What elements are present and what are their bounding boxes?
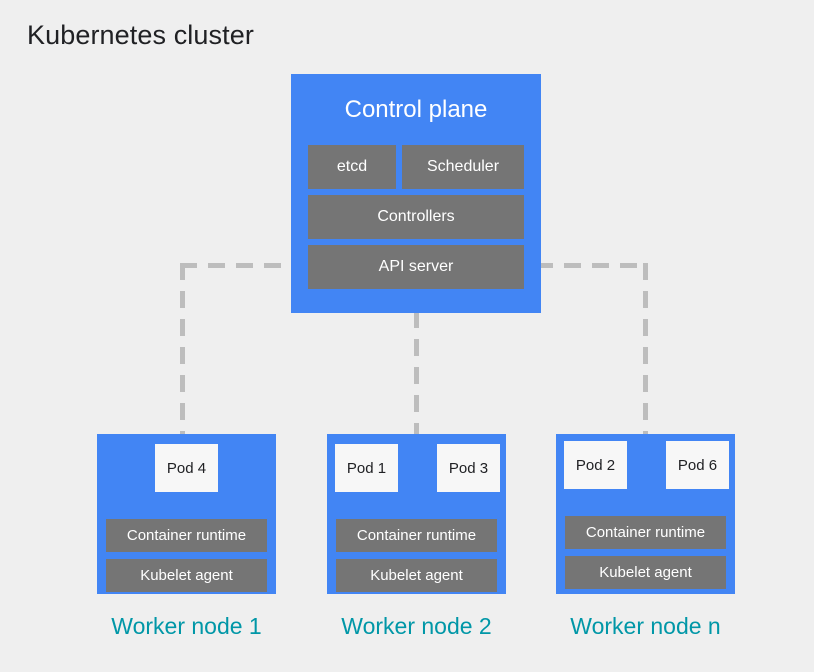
worker-node-1-container-runtime[interactable]: Container runtime bbox=[106, 519, 267, 552]
page-title: Kubernetes cluster bbox=[27, 20, 254, 50]
worker-node-n-box: Pod 2 Pod 6 Container runtime Kubelet ag… bbox=[556, 434, 735, 594]
connector-control-plane-to-node-1-horizontal bbox=[180, 263, 296, 268]
worker-node-1-caption: Worker node 1 bbox=[111, 613, 262, 639]
control-plane-title: Control plane bbox=[344, 96, 488, 123]
worker-node-2-container-runtime[interactable]: Container runtime bbox=[336, 519, 497, 552]
control-plane-box: Control plane etcd Scheduler Controllers… bbox=[291, 74, 541, 313]
control-plane-component-controllers[interactable]: Controllers bbox=[308, 195, 524, 239]
pod-box[interactable]: Pod 1 bbox=[335, 444, 398, 492]
worker-node-n-container-runtime[interactable]: Container runtime bbox=[565, 516, 726, 549]
pod-box[interactable]: Pod 6 bbox=[666, 441, 729, 489]
worker-node-1-kubelet-agent[interactable]: Kubelet agent bbox=[106, 559, 267, 592]
worker-node-2-box: Pod 1 Pod 3 Container runtime Kubelet ag… bbox=[327, 434, 506, 594]
control-plane-component-etcd[interactable]: etcd bbox=[308, 145, 396, 189]
pod-box[interactable]: Pod 3 bbox=[437, 444, 500, 492]
control-plane-component-api-server[interactable]: API server bbox=[308, 245, 524, 289]
connector-control-plane-to-node-n-vertical bbox=[643, 263, 648, 436]
connector-control-plane-to-node-n-horizontal bbox=[536, 263, 648, 268]
worker-node-n-caption: Worker node n bbox=[570, 613, 721, 639]
connector-control-plane-to-node-1-vertical bbox=[180, 263, 185, 436]
control-plane-component-scheduler[interactable]: Scheduler bbox=[402, 145, 524, 189]
connector-control-plane-to-node-2-vertical bbox=[414, 311, 419, 436]
worker-node-1-box: Pod 4 Container runtime Kubelet agent bbox=[97, 434, 276, 594]
worker-node-2-caption: Worker node 2 bbox=[341, 613, 492, 639]
worker-node-n-kubelet-agent[interactable]: Kubelet agent bbox=[565, 556, 726, 589]
pod-box[interactable]: Pod 2 bbox=[564, 441, 627, 489]
pod-box[interactable]: Pod 4 bbox=[155, 444, 218, 492]
worker-node-2-kubelet-agent[interactable]: Kubelet agent bbox=[336, 559, 497, 592]
